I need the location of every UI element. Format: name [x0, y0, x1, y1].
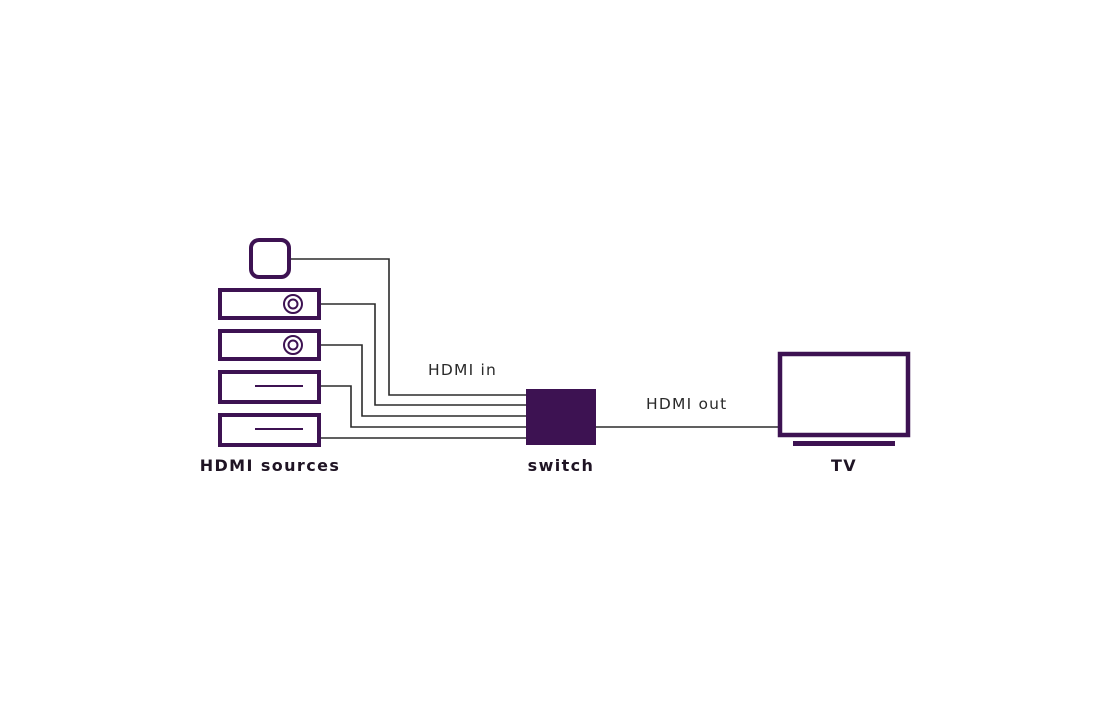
- set-top-box-icon: [218, 413, 321, 447]
- cable-disc-player-2: [320, 344, 526, 417]
- hdmi-switch-icon: [526, 389, 596, 445]
- disc-player-icon: [218, 329, 321, 361]
- cable-streaming-stick: [290, 258, 526, 396]
- sources-label: HDMI sources: [200, 456, 341, 475]
- hdmi-sources: [218, 238, 321, 447]
- disc-player-icon: [218, 288, 321, 320]
- cable-disc-player-1: [320, 303, 526, 406]
- hdmi-out-label: HDMI out: [646, 395, 727, 413]
- hdmi-in-cables: [290, 258, 526, 439]
- switch-label: switch: [528, 456, 595, 475]
- tv-label: TV: [831, 456, 857, 475]
- cable-set-top-box-1: [320, 385, 526, 428]
- hdmi-in-label: HDMI in: [428, 361, 497, 379]
- tv-icon: [777, 351, 911, 446]
- streaming-stick-icon: [249, 238, 291, 279]
- set-top-box-icon: [218, 370, 321, 404]
